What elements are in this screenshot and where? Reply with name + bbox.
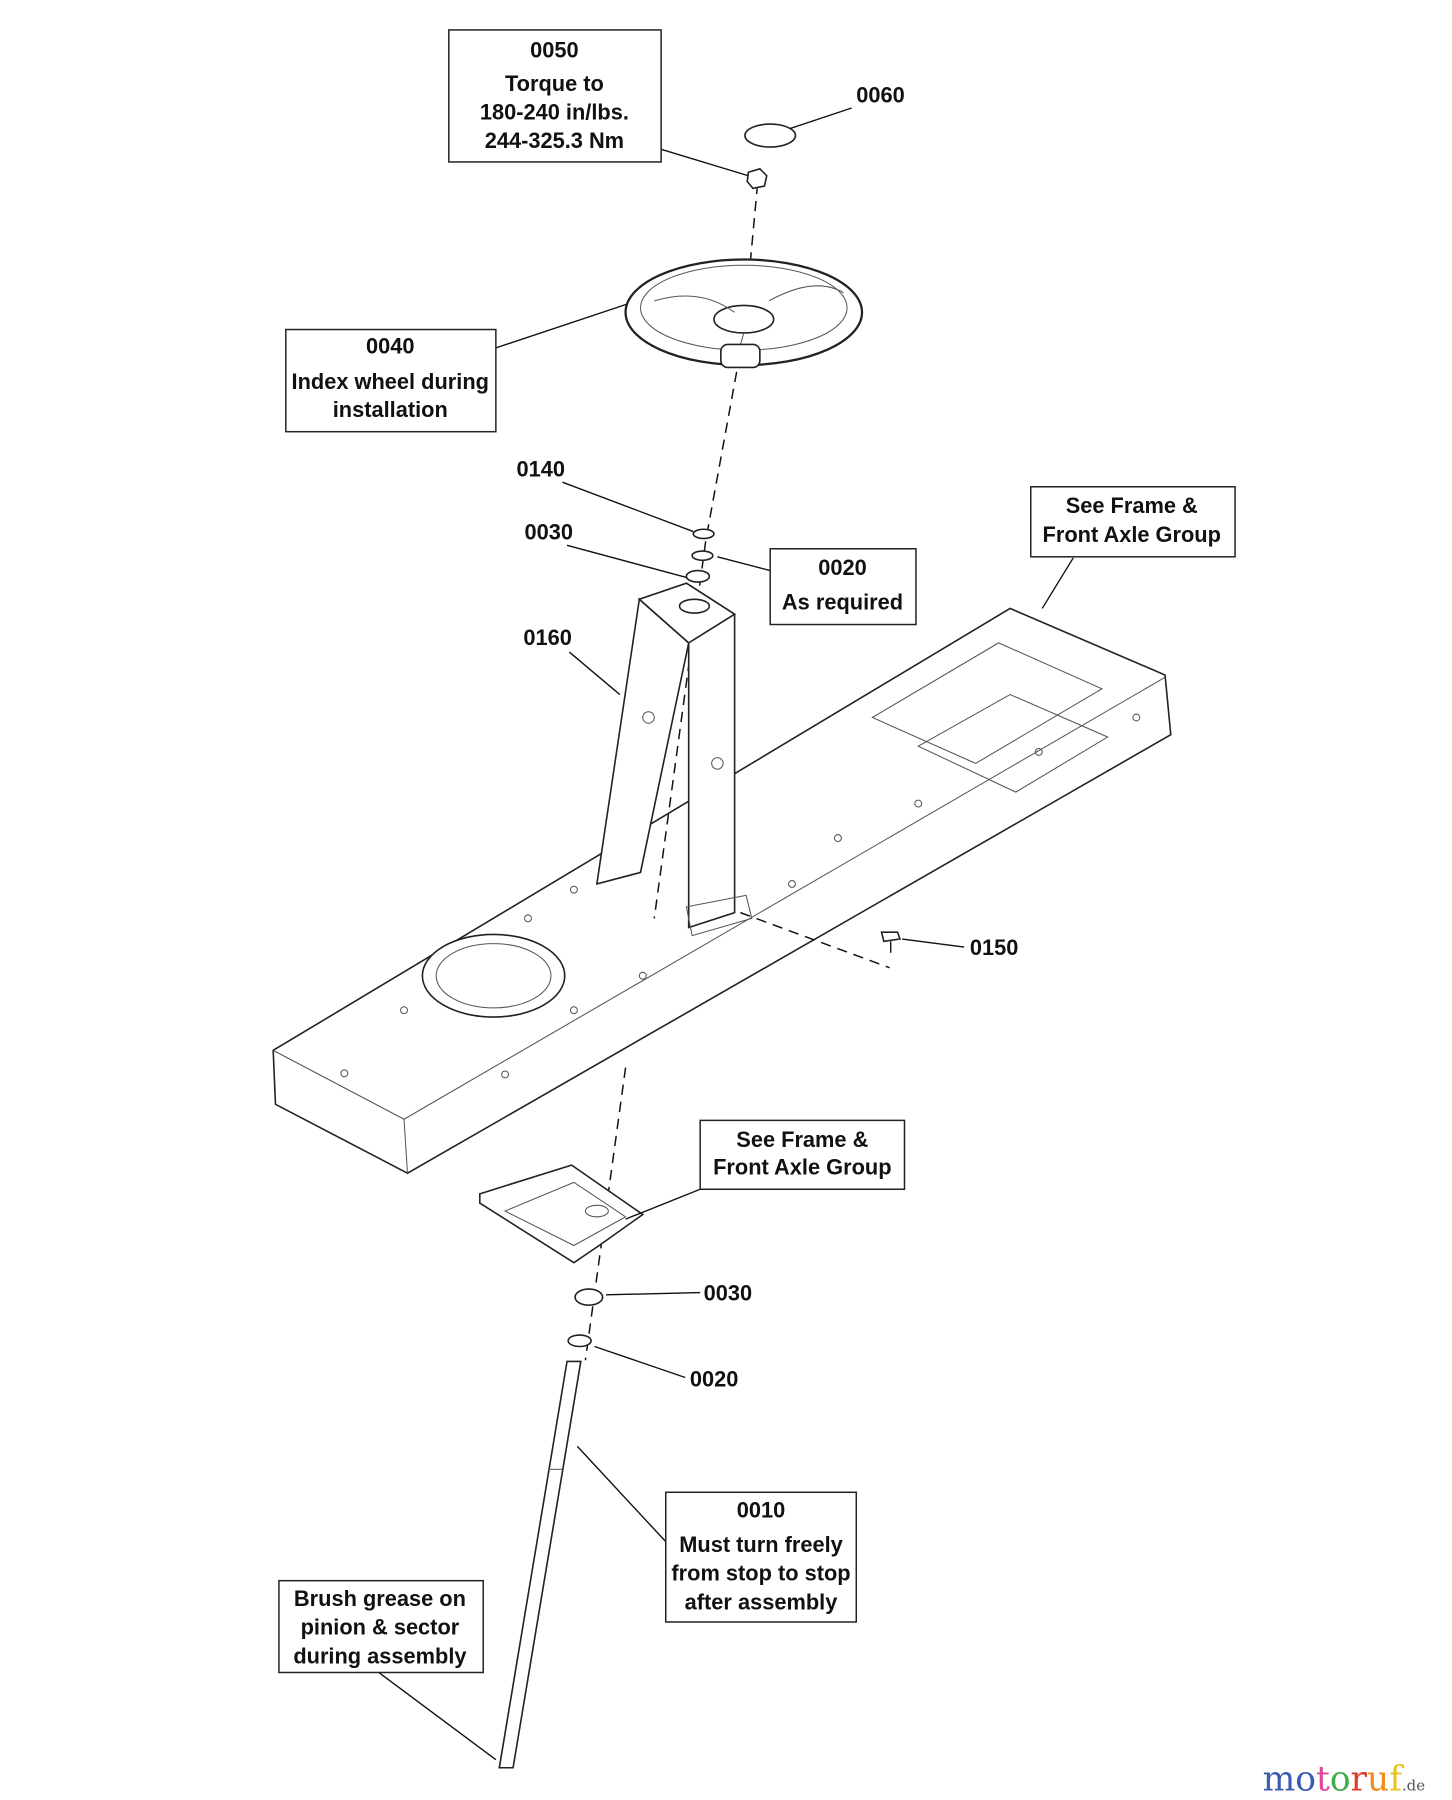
logo-text: motoruf.de bbox=[1263, 1760, 1426, 1800]
callout-0050: 0050 Torque to 180-240 in/lbs. 244-325.3… bbox=[448, 29, 662, 163]
svg-text:244-325.3 Nm: 244-325.3 Nm bbox=[485, 128, 624, 153]
label-0140: 0140 bbox=[517, 456, 566, 481]
svg-text:Must turn freely: Must turn freely bbox=[679, 1532, 843, 1557]
washer-0020 bbox=[691, 550, 714, 562]
mounting-plate bbox=[478, 1164, 645, 1264]
svg-text:180-240 in/lbs.: 180-240 in/lbs. bbox=[480, 99, 629, 124]
label-0150: 0150 bbox=[970, 935, 1019, 960]
svg-text:Front Axle Group: Front Axle Group bbox=[713, 1154, 891, 1179]
svg-text:See Frame &: See Frame & bbox=[1066, 493, 1198, 518]
bushing-0030-lower bbox=[574, 1288, 604, 1306]
svg-text:Front Axle Group: Front Axle Group bbox=[1043, 522, 1221, 547]
steering-wheel-0040 bbox=[624, 258, 864, 369]
svg-text:0040: 0040 bbox=[366, 334, 415, 359]
svg-text:See Frame &: See Frame & bbox=[736, 1127, 868, 1152]
svg-text:0050: 0050 bbox=[530, 37, 579, 62]
cap-0060 bbox=[744, 123, 797, 148]
bushing-0030 bbox=[685, 569, 711, 583]
callout-0010: 0010 Must turn freely from stop to stop … bbox=[664, 1491, 858, 1623]
logo-letter: o bbox=[1330, 1760, 1351, 1800]
logo-letter: o bbox=[1295, 1760, 1316, 1800]
svg-text:Index wheel during: Index wheel during bbox=[292, 369, 489, 394]
svg-text:pinion & sector: pinion & sector bbox=[301, 1615, 460, 1640]
washer-0140 bbox=[692, 528, 715, 540]
svg-text:0010: 0010 bbox=[737, 1498, 785, 1523]
callout-0040: 0040 Index wheel during installation bbox=[285, 328, 497, 433]
bolt-axis bbox=[740, 911, 890, 969]
label-0030-bottom: 0030 bbox=[704, 1281, 753, 1306]
motoruf-logo: motoruf.de bbox=[1263, 1760, 1426, 1800]
callout-0020: 0020 As required bbox=[769, 548, 917, 626]
svg-text:0020: 0020 bbox=[818, 555, 867, 580]
svg-text:from stop to stop: from stop to stop bbox=[671, 1561, 850, 1586]
callout-grease: Brush grease on pinion & sector during a… bbox=[278, 1579, 484, 1674]
svg-text:Torque to: Torque to bbox=[505, 71, 604, 96]
label-0060: 0060 bbox=[856, 82, 905, 107]
svg-text:during assembly: during assembly bbox=[293, 1643, 466, 1668]
callout-frame-bottom: See Frame & Front Axle Group bbox=[699, 1119, 906, 1190]
logo-letter: m bbox=[1263, 1760, 1296, 1800]
assembly-axis bbox=[653, 183, 759, 919]
leader-lines bbox=[378, 107, 1074, 1761]
callout-frame-top: See Frame & Front Axle Group bbox=[1030, 486, 1236, 558]
svg-text:after assembly: after assembly bbox=[685, 1589, 838, 1614]
steering-shaft-0010 bbox=[498, 1360, 582, 1769]
svg-text:As required: As required bbox=[782, 590, 903, 615]
label-0020-bottom: 0020 bbox=[690, 1367, 738, 1392]
logo-suffix: .de bbox=[1402, 1777, 1425, 1795]
logo-letter: f bbox=[1389, 1760, 1404, 1800]
logo-letter: r bbox=[1351, 1760, 1368, 1800]
logo-letter: u bbox=[1367, 1760, 1389, 1800]
label-0030-top: 0030 bbox=[525, 520, 574, 545]
washer-0020-lower bbox=[567, 1334, 592, 1348]
label-0160: 0160 bbox=[523, 625, 572, 650]
nut-0050 bbox=[746, 167, 768, 190]
logo-letter: t bbox=[1316, 1760, 1330, 1800]
svg-text:Brush grease on: Brush grease on bbox=[294, 1586, 466, 1611]
bolt-0150 bbox=[880, 931, 901, 953]
steering-support-0160 bbox=[595, 582, 753, 937]
svg-text:installation: installation bbox=[333, 397, 448, 422]
